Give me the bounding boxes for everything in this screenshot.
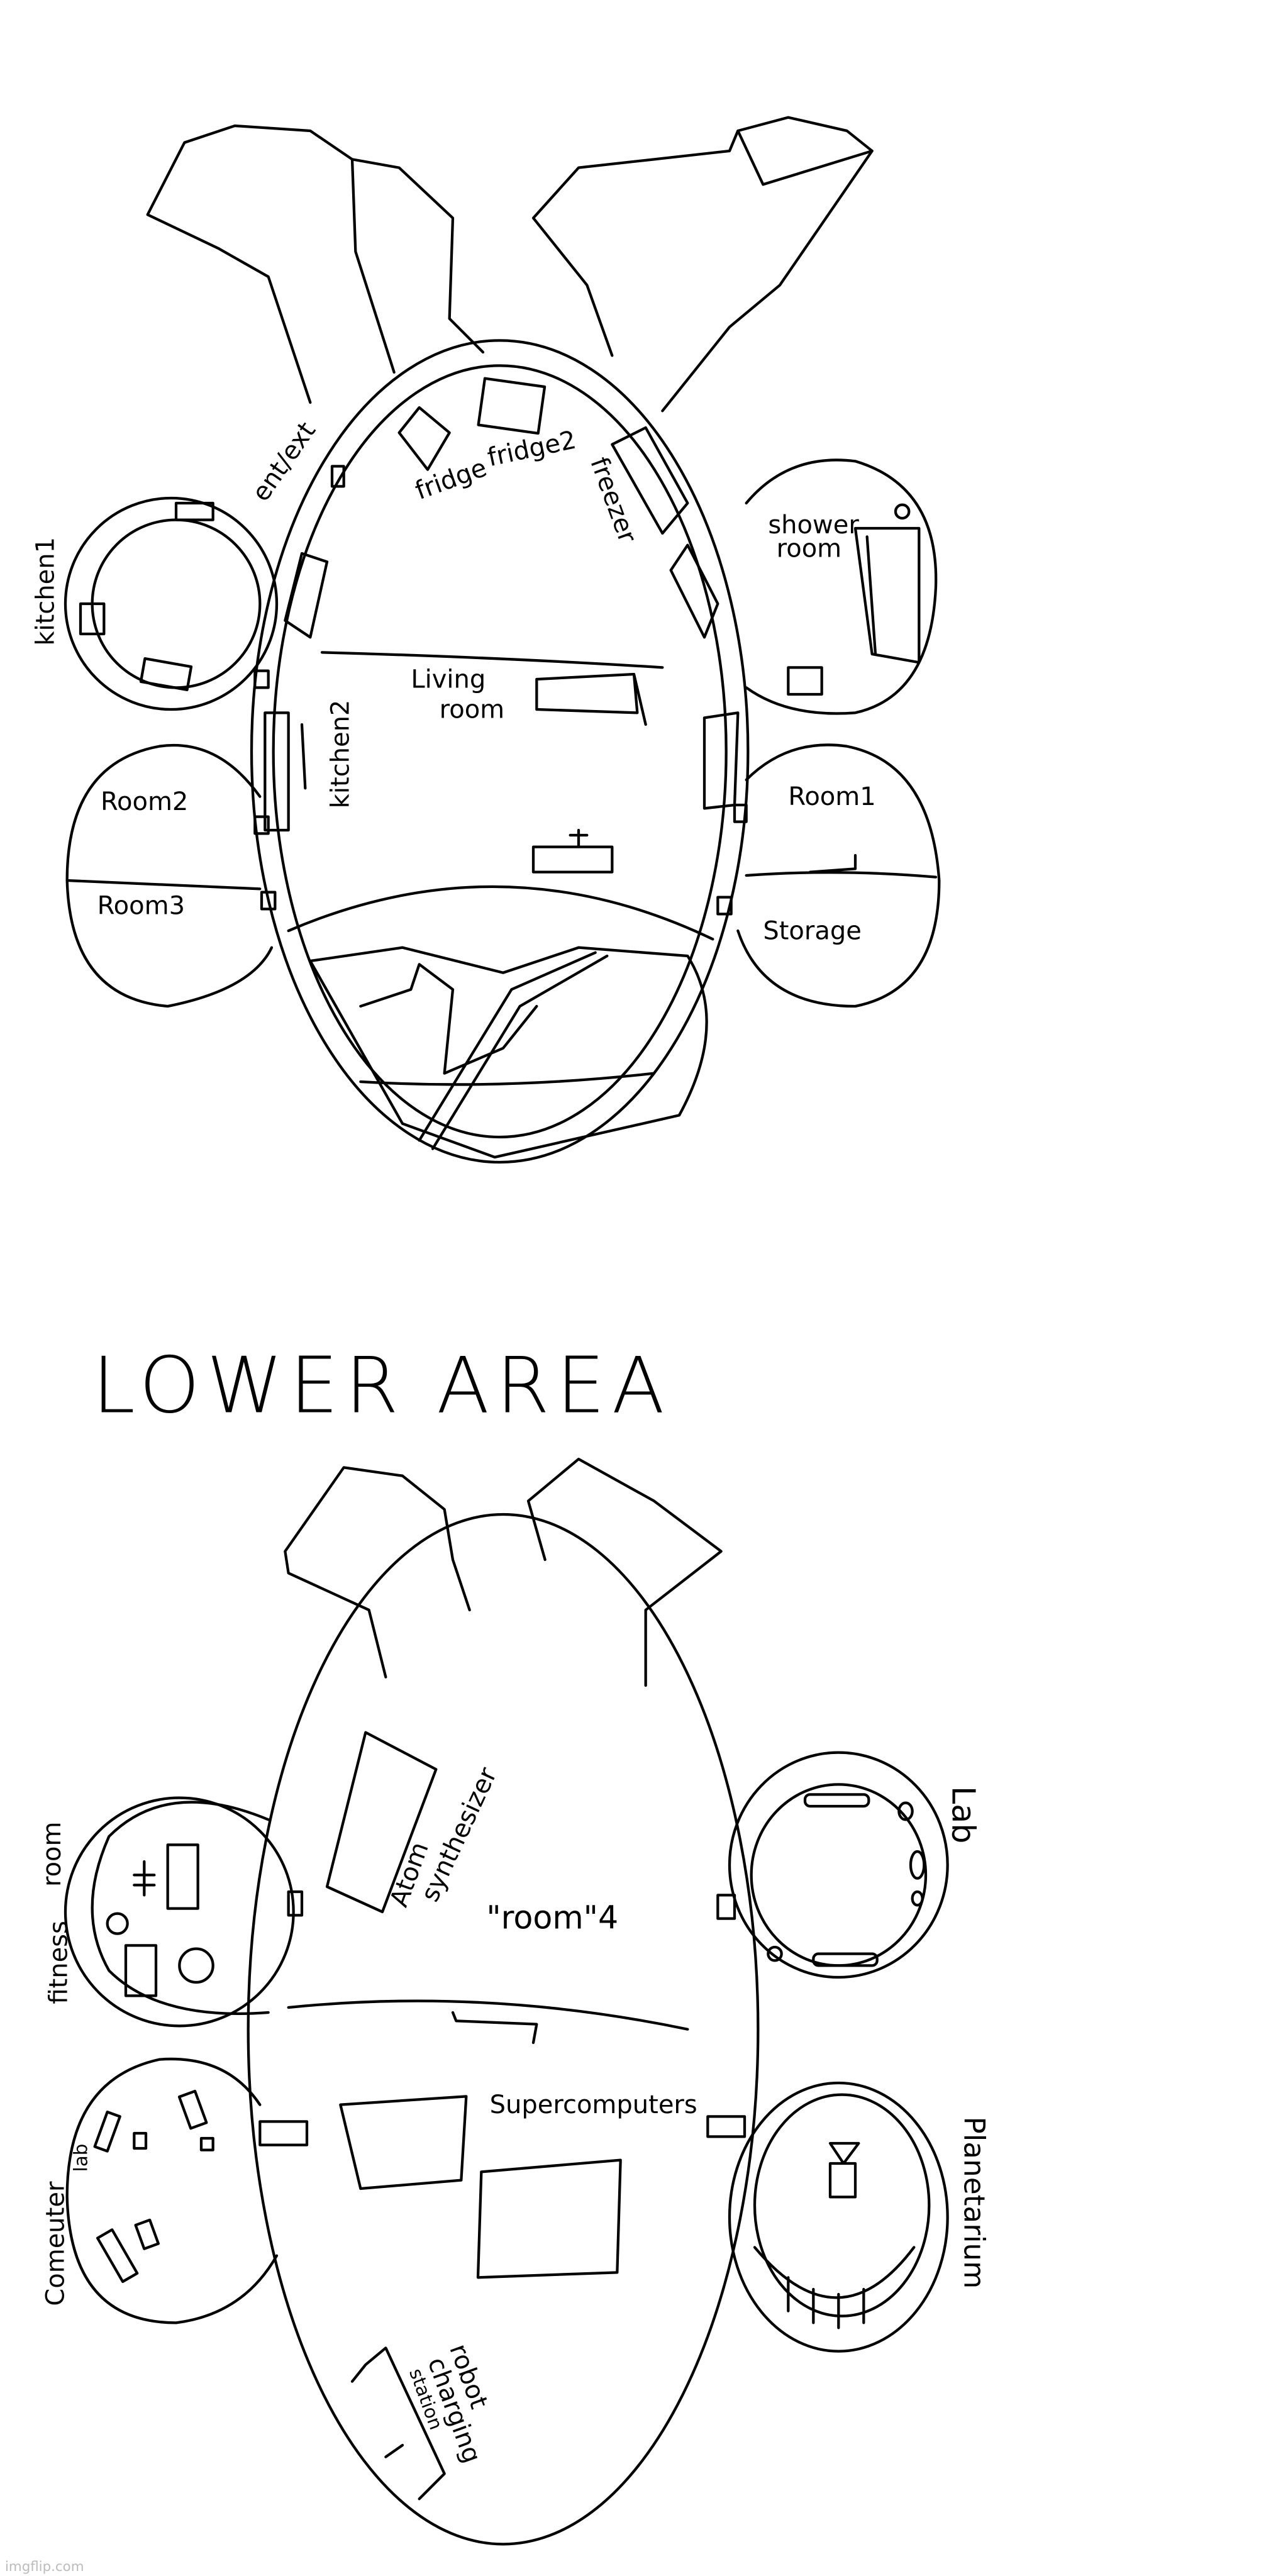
fridge2-shape [477, 377, 547, 435]
lower-left-ear [284, 1466, 471, 1679]
left-ear-inner [350, 158, 485, 354]
planetarium-label: Planetarium [957, 2116, 991, 2289]
room2-room3-pod [65, 743, 274, 1008]
fitness-bench [124, 1944, 158, 1997]
lab-equipment [767, 1793, 926, 1967]
shower-room-pod [745, 458, 938, 715]
doors [253, 465, 748, 916]
lower-doors [258, 1890, 747, 2146]
treadmill [166, 1843, 199, 1910]
right-ear [531, 116, 874, 413]
room4-label: "room"4 [486, 1899, 618, 1936]
window-mountain [359, 951, 656, 1150]
living-room-label: room [440, 695, 504, 724]
room1-storage-divider [745, 853, 938, 879]
planetarium-outer [728, 2081, 949, 2353]
window-frame [309, 946, 708, 1159]
right-ear-tip [736, 129, 874, 186]
left-counter [284, 552, 329, 639]
fitness-room-inner [91, 1801, 270, 2015]
kitchen1-outer [64, 496, 279, 711]
bathtub [853, 526, 921, 664]
kitchen1-item [79, 602, 106, 636]
fitness-label: fitness [45, 1921, 74, 2004]
room1-storage-pod [736, 743, 941, 1008]
toilet [787, 666, 823, 696]
freezer-shape [611, 426, 689, 535]
room3-label: Room3 [97, 891, 185, 920]
lower-divider [287, 885, 714, 941]
room2-label: Room2 [101, 787, 188, 816]
fitness-clock [178, 1947, 214, 1984]
star-projector [828, 2141, 860, 2199]
living-room-divider [320, 651, 664, 669]
right-counter [669, 543, 719, 639]
upper-area: ent/ext fridge fridge2 freezer kitchen1 … [31, 116, 941, 1164]
kitchen1-label: kitchen1 [31, 537, 60, 646]
kitchen1-inner [91, 518, 262, 689]
left-ear [146, 124, 396, 404]
sofa [535, 672, 647, 726]
synthesizer-label: synthesizer [416, 1763, 503, 1906]
freezer-label: freezer [584, 453, 642, 547]
lower-divider [287, 1999, 689, 2045]
lab-outer [728, 1751, 949, 1979]
punching-bag [106, 1912, 129, 1935]
computer-lab-desks [93, 2089, 214, 2284]
fitness-room-outer [64, 1796, 295, 2028]
kitchen2-counter [264, 711, 307, 832]
lower-area-title: LOWER AREA [92, 1340, 672, 1430]
weights [133, 1860, 156, 1897]
robot-charging-station [350, 2346, 446, 2501]
shower-room-label: room [777, 534, 841, 563]
fridge-label: fridge [411, 453, 491, 506]
lab-label: Lab [945, 1786, 982, 1843]
fridge-shape [397, 406, 451, 471]
computer-label: Comeuter [41, 2181, 70, 2306]
shower-head [894, 503, 911, 520]
upper-hull-outer [250, 339, 750, 1164]
watermark: imgflip.com [5, 2559, 84, 2575]
kitchen2-label: kitchen2 [326, 700, 355, 809]
lower-area: fitness room Atom synthesizer "room"4 La… [38, 1457, 991, 2546]
upper-hull-inner [272, 364, 728, 1139]
lower-right-ear [526, 1457, 723, 1687]
computer-lab-pod [65, 2057, 279, 2324]
right-cabinet [702, 711, 740, 810]
fitness-room-label: room [38, 1822, 67, 1887]
entrance-label: ent/ext [247, 417, 321, 507]
kitchen1-item [174, 501, 214, 521]
planetarium-seats [753, 2246, 916, 2329]
supercomputer-2 [476, 2158, 622, 2279]
shower-label: shower [768, 511, 859, 540]
room1-label: Room1 [788, 782, 875, 811]
kitchen1-item [139, 657, 193, 691]
storage-label: Storage [763, 916, 862, 945]
room2-room3-divider [65, 879, 262, 891]
living-label: Living [411, 665, 486, 694]
computer-lab-label: lab [70, 2144, 92, 2172]
supercomputer-1 [339, 2095, 468, 2190]
atom-synthesizer-shape [325, 1731, 438, 1914]
lower-hull [247, 1513, 760, 2546]
supercomputers-label: Supercomputers [490, 2090, 697, 2119]
planetarium-inner [753, 2093, 931, 2318]
tv-desk [531, 828, 614, 874]
